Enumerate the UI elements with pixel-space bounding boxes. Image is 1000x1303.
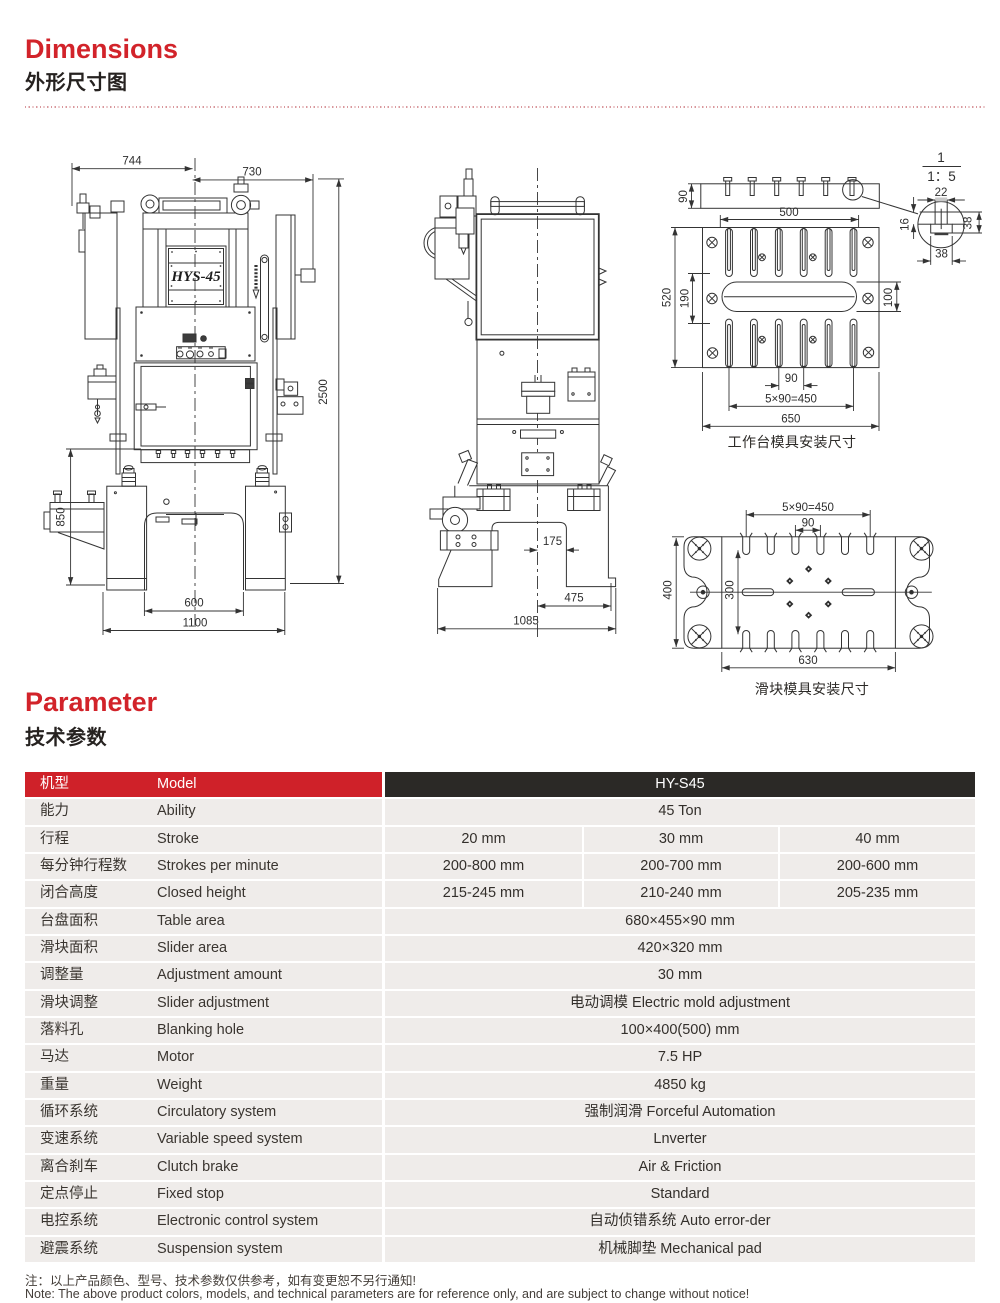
svg-text:1085: 1085 [513, 616, 539, 628]
svg-text:600: 600 [184, 598, 203, 610]
svg-text:475: 475 [564, 593, 583, 605]
svg-text:300: 300 [725, 580, 737, 599]
svg-text:22: 22 [935, 187, 948, 199]
svg-text:工作台模具安装尺寸: 工作台模具安装尺寸 [728, 434, 857, 450]
svg-text:500: 500 [779, 207, 798, 219]
svg-text:90: 90 [785, 373, 798, 385]
svg-text:38: 38 [935, 249, 948, 261]
svg-text:400: 400 [663, 580, 675, 599]
svg-text:1100: 1100 [183, 618, 208, 630]
svg-text:850: 850 [56, 507, 68, 526]
svg-text:1: 1 [937, 150, 945, 165]
svg-text:5×90=450: 5×90=450 [765, 394, 817, 406]
svg-text:2500: 2500 [318, 379, 330, 405]
svg-text:HYS-45: HYS-45 [170, 269, 221, 285]
svg-text:630: 630 [798, 655, 817, 667]
svg-text:520: 520 [662, 288, 674, 307]
svg-text:90: 90 [678, 190, 690, 203]
svg-text:190: 190 [680, 289, 692, 308]
svg-text:175: 175 [543, 536, 562, 548]
svg-text:650: 650 [781, 414, 800, 426]
svg-text:100: 100 [883, 288, 895, 307]
svg-text:5×90=450: 5×90=450 [782, 502, 834, 514]
svg-text:16: 16 [900, 218, 912, 231]
svg-text:744: 744 [122, 156, 142, 168]
svg-text:90: 90 [802, 518, 815, 530]
svg-text:滑块模具安装尺寸: 滑块模具安装尺寸 [755, 681, 869, 697]
svg-text:38: 38 [963, 217, 975, 230]
svg-text:1：5: 1：5 [927, 169, 956, 184]
svg-text:730: 730 [242, 167, 261, 179]
